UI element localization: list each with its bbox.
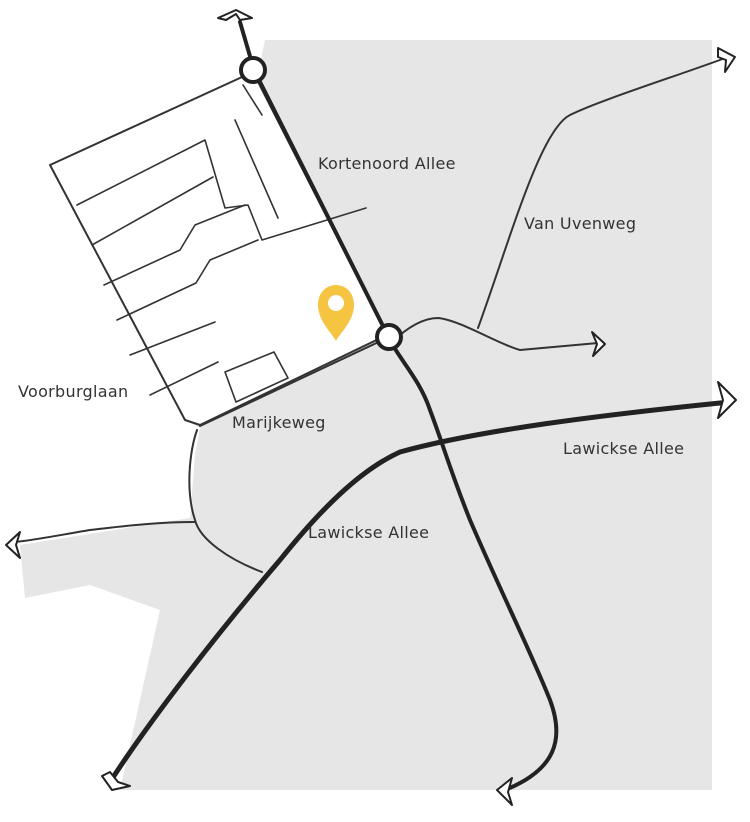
direction-arrow-icon bbox=[496, 777, 513, 806]
residential-streets bbox=[76, 84, 367, 403]
direction-arrows bbox=[5, 9, 737, 806]
direction-arrow-icon bbox=[717, 47, 736, 73]
street-label-kortenoord-allee: Kortenoord Allee bbox=[318, 154, 456, 173]
roundabout-icon bbox=[375, 323, 403, 351]
street-label-van-uvenweg: Van Uvenweg bbox=[524, 214, 637, 233]
direction-arrow-icon bbox=[217, 9, 253, 21]
street-label-marijkeweg: Marijkeweg bbox=[232, 413, 326, 432]
direction-arrow-icon bbox=[101, 771, 131, 791]
location-pin-icon bbox=[318, 285, 354, 341]
direction-arrow-icon bbox=[591, 331, 606, 357]
direction-arrow-icon bbox=[717, 381, 737, 419]
residential-block bbox=[49, 71, 388, 426]
major-roads bbox=[107, 20, 733, 792]
map-area bbox=[20, 40, 712, 790]
street-label-lawickse-allee-center: Lawickse Allee bbox=[308, 523, 430, 542]
direction-arrow-icon bbox=[5, 531, 21, 559]
roundabout-icon bbox=[239, 56, 267, 84]
street-label-lawickse-allee-east: Lawickse Allee bbox=[563, 439, 685, 458]
street-label-voorburglaan: Voorburglaan bbox=[18, 382, 129, 401]
roundabouts bbox=[239, 56, 403, 351]
minor-roads bbox=[14, 56, 729, 573]
